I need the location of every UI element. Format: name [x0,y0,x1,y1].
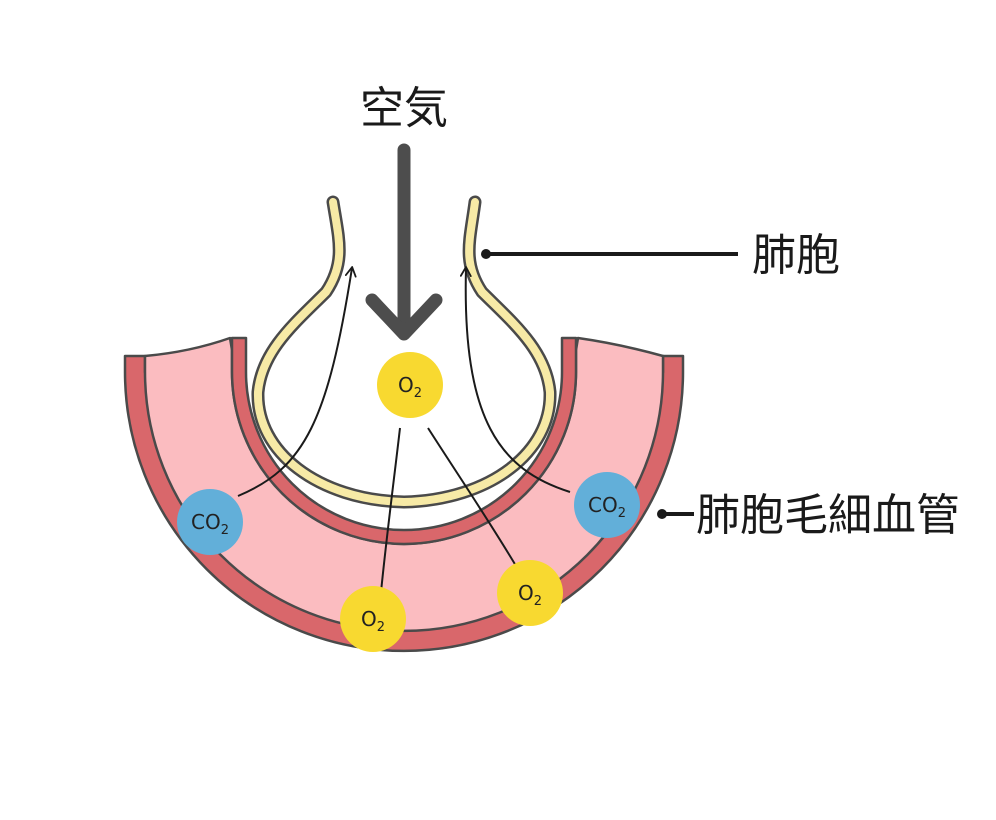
co2-left-arrow [237,266,357,497]
alveolus [251,195,557,509]
o2-molecule-blood-left: O2 [340,586,406,652]
o2-molecule-alveolus: O2 [377,352,443,418]
svg-text:O2: O2 [398,373,422,401]
o2-down-left-arrow [374,427,401,604]
o2-down-right-arrow [427,427,524,578]
flow-arrows [237,266,571,604]
co2-molecule-right: CO2 [574,472,640,538]
svg-text:O2: O2 [361,607,385,635]
o2-molecule-blood-right: O2 [497,560,563,626]
co2-right-arrow [459,266,571,493]
capillary-inner-wall [230,336,578,546]
air-label: 空気 [360,83,448,134]
capillary-label: 肺胞毛細血管 [696,490,960,541]
svg-text:O2: O2 [518,581,542,609]
capillary-leader [657,509,694,519]
alveolus-leader [481,249,738,259]
svg-text:CO2: CO2 [588,493,626,521]
air-arrow [365,143,443,341]
alveolus-label: 肺胞 [752,230,840,281]
co2-molecule-left: CO2 [177,489,243,555]
svg-text:CO2: CO2 [191,510,229,538]
